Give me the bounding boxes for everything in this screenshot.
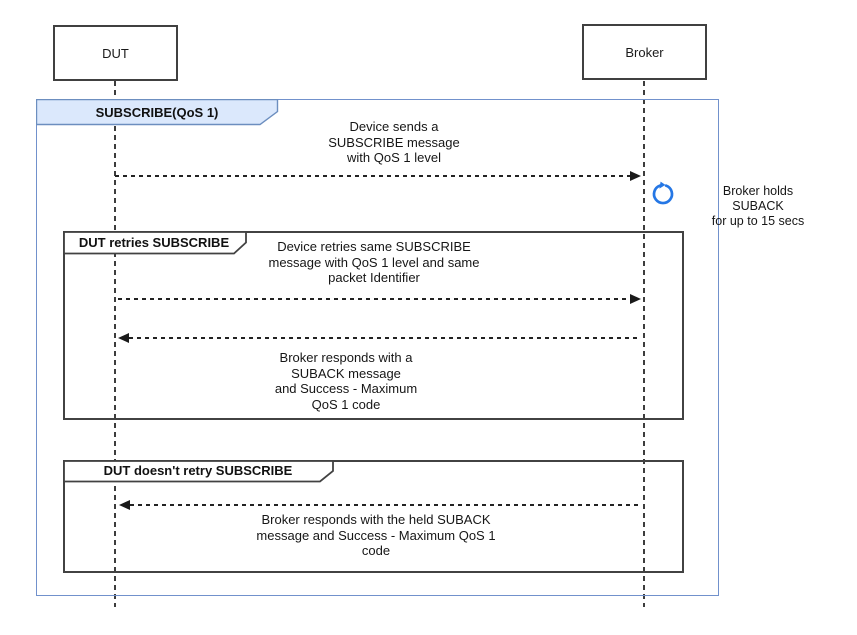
note-broker-hold: Broker holds SUBACK for up to 15 secs xyxy=(711,184,805,228)
retry-frame-label: DUT retries SUBSCRIBE xyxy=(78,234,230,250)
message-arrow-retry-subscribe xyxy=(118,293,641,305)
outer-frame-label: SUBSCRIBE(QoS 1) xyxy=(95,104,219,120)
refresh-icon xyxy=(652,181,674,205)
frame-dut-doesnt-retry-subscribe xyxy=(63,460,684,573)
note-retry-message: Device retries same SUBSCRIBE message wi… xyxy=(268,239,480,285)
arrowhead-left-icon xyxy=(119,500,130,510)
lifeline-dut xyxy=(114,81,116,607)
outer-frame-tab-shape xyxy=(36,99,279,126)
message-arrow-suback xyxy=(118,332,641,344)
arrow-shaft xyxy=(121,337,641,339)
frame-dut-retries-subscribe xyxy=(63,231,684,420)
arrow-shaft xyxy=(122,504,641,506)
retry-frame-tab-shape xyxy=(63,231,247,255)
note-suback-response: Broker responds with a SUBACK message an… xyxy=(274,350,418,412)
note-held-suback-response: Broker responds with the held SUBACK mes… xyxy=(256,512,496,558)
actor-dut: DUT xyxy=(53,25,178,81)
arrowhead-right-icon xyxy=(630,171,641,181)
actor-broker: Broker xyxy=(582,24,707,80)
message-arrow-subscribe xyxy=(115,170,641,182)
arrowhead-right-icon xyxy=(630,294,641,304)
message-arrow-held-suback xyxy=(119,499,641,511)
arrow-shaft xyxy=(118,298,638,300)
no-retry-frame-label: DUT doesn't retry SUBSCRIBE xyxy=(103,463,293,478)
arrowhead-left-icon xyxy=(118,333,129,343)
outer-frame-subscribe-qos1 xyxy=(36,99,719,596)
lifeline-broker xyxy=(643,81,645,607)
actor-dut-label: DUT xyxy=(102,45,129,61)
no-retry-frame-tab-shape xyxy=(63,460,334,483)
arrow-shaft xyxy=(115,175,638,177)
actor-broker-label: Broker xyxy=(625,44,664,60)
note-subscribe-message: Device sends a SUBSCRIBE message with Qo… xyxy=(328,119,460,165)
